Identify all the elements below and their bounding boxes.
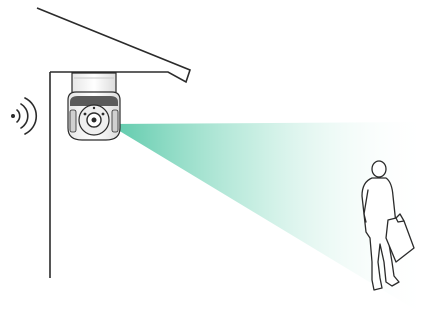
camera-view-beam (108, 122, 429, 318)
camera-base-ring (70, 96, 118, 106)
ptz-camera-icon (67, 72, 121, 141)
walking-person-icon (361, 160, 415, 291)
roof-eave (36, 7, 191, 84)
wifi-signal-icon (11, 97, 38, 135)
